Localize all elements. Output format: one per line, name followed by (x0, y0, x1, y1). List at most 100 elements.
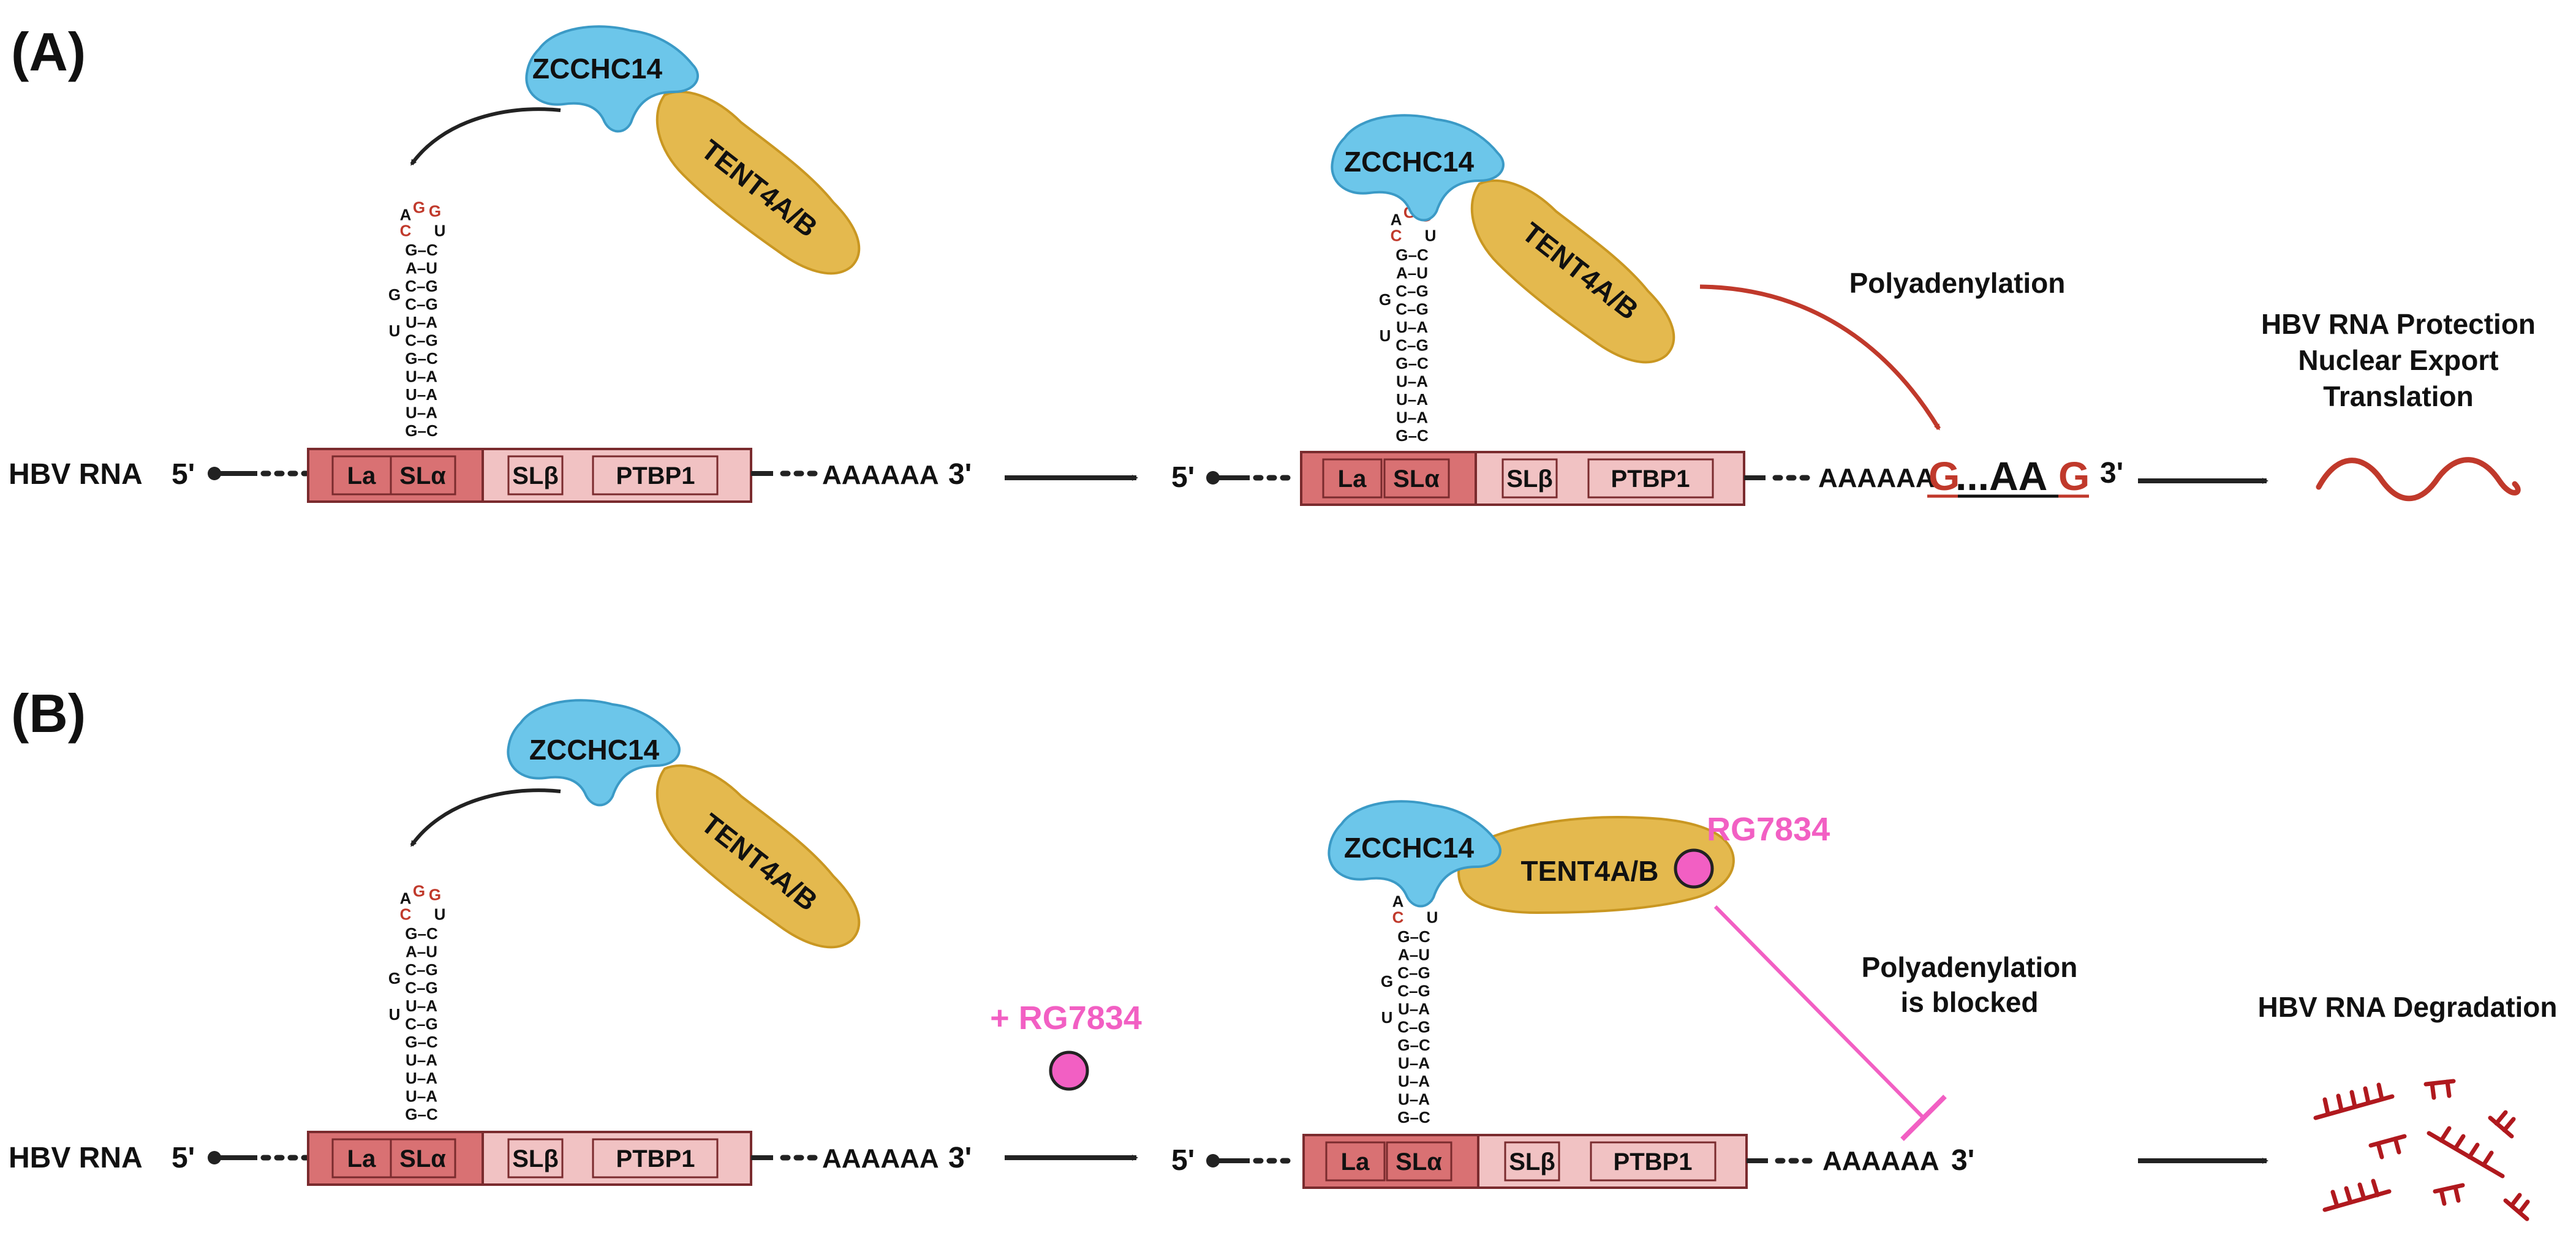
segment-ptbp1-box (1587, 458, 1714, 499)
base-pair: C–G (1396, 336, 1428, 355)
base-pair: U–A (406, 368, 437, 386)
base-pair: G–C (405, 241, 438, 259)
panel-b-rna-right: 5' La SLα SLβ PTBP1 AAAAAA 3' (1171, 1134, 1974, 1189)
base-pair: G–C (405, 1105, 438, 1123)
loop-base: G (429, 886, 441, 904)
base-pair: C–G (1396, 282, 1428, 300)
segment-ptbp1-box (592, 1138, 719, 1179)
tent4-blob (655, 91, 861, 275)
rg7834-molecule (1049, 1051, 1089, 1091)
outcome-line-2: Nuclear Export (2298, 344, 2498, 376)
segment-la: La (1338, 466, 1367, 492)
bulge-base: G (388, 969, 401, 987)
base-pair: U–A (1398, 1072, 1430, 1090)
loop-base: U (1427, 908, 1438, 927)
base-pair: U–A (1398, 1090, 1430, 1109)
segment-ptbp1: PTBP1 (616, 1145, 695, 1172)
poly-a-tail: AAAAAA (822, 1144, 939, 1174)
base-pair: G–C (1397, 1036, 1430, 1054)
five-prime-label: 5' (172, 1142, 195, 1174)
base-pair: U–A (406, 1051, 437, 1069)
inhibition-bar (1900, 1095, 1947, 1141)
zcchc14-label: ZCCHC14 (1344, 146, 1475, 178)
base-pair: U–A (1398, 1054, 1430, 1073)
base-pair: C–G (405, 331, 437, 350)
base-pair: C–G (405, 979, 437, 997)
bulge-base: G (388, 285, 401, 304)
base-pair: A–U (406, 259, 437, 277)
segment-la: La (347, 1145, 376, 1172)
panel-a-rna-right: 5' La SLα SLβ PTBP1 AAAAAA G ...AA G 3' (1171, 451, 2123, 506)
bulge-base: U (389, 322, 401, 340)
three-prime-label: 3' (948, 458, 972, 491)
loop-base: G (429, 202, 441, 221)
zcchc14-blob (525, 25, 699, 133)
segment-la-box (331, 455, 392, 496)
loop-base: U (434, 905, 446, 924)
base-pair: C–G (1397, 982, 1430, 1000)
base-pair: U–A (1396, 372, 1428, 391)
segment-sla: SLα (1393, 466, 1440, 492)
base-pair: U–A (406, 1087, 437, 1106)
rna-label: HBV RNA (9, 458, 143, 491)
binding-arrow-b (410, 788, 561, 847)
zcchc14-label: ZCCHC14 (532, 53, 663, 85)
outcome-degradation-label: HBV RNA Degradation (2258, 991, 2558, 1023)
tent4-blob (1457, 816, 1735, 915)
base-pair: G–C (1396, 354, 1429, 372)
bulge-base: G (1379, 290, 1391, 309)
segment-sla-box (390, 1138, 456, 1179)
polyadenylation-arrow (1699, 284, 1941, 431)
loop-base: C (400, 905, 412, 924)
binding-arrow-a (410, 107, 561, 166)
bulge-base: U (389, 1005, 401, 1024)
segment-sla: SLα (1396, 1149, 1442, 1175)
segment-ptbp1-box (592, 455, 719, 496)
base-pair: G–C (1397, 927, 1430, 946)
protein-complex-a-left: ZCCHC14 TENT4A/B (525, 25, 861, 275)
loop-base: C (400, 222, 412, 240)
outcome-a: HBV RNA Protection Nuclear Export Transl… (2261, 308, 2536, 502)
base-pair: U–A (406, 997, 437, 1015)
segment-la: La (1341, 1149, 1370, 1175)
base-pair: C–G (1397, 1018, 1430, 1036)
zcchc14-blob (507, 699, 681, 807)
loop-base: A (1392, 892, 1404, 911)
zcchc14-blob (1331, 114, 1505, 222)
poly-a-tail: AAAAAA (1818, 463, 1935, 493)
five-prime-label: 5' (1171, 1144, 1195, 1177)
segment-slb-box (507, 455, 564, 496)
base-pair: C–G (1396, 300, 1428, 319)
segment-la-box (1325, 1141, 1386, 1182)
zcchc14-label: ZCCHC14 (529, 734, 660, 766)
base-pair: U–A (406, 385, 437, 404)
loop-base: U (434, 222, 446, 240)
rna-fragments-icon (2313, 1079, 2530, 1221)
segment-slb: SLβ (1506, 466, 1553, 492)
segment-slb-box (507, 1138, 564, 1179)
segment-sla-box (1386, 1141, 1452, 1182)
base-pair: U–A (406, 404, 437, 422)
five-prime-label: 5' (172, 458, 195, 491)
tail-mid: ...AA (1955, 453, 2047, 499)
segment-sla: SLα (399, 1145, 446, 1172)
segment-sla: SLα (399, 462, 446, 489)
tent4-label: TENT4A/B (1521, 855, 1659, 887)
loop-base: C (1392, 908, 1404, 927)
loop-base: U (1425, 227, 1437, 245)
loop-base: C (1391, 227, 1402, 245)
three-prime-label: 3' (948, 1142, 972, 1174)
base-pair: U–A (1396, 390, 1428, 409)
poly-a-tail: AAAAAA (822, 460, 939, 490)
rg7834-label: RG7834 (1707, 811, 1830, 848)
base-pair: A–U (1398, 946, 1430, 964)
loop-base: A (400, 206, 412, 224)
base-pair: G–C (1396, 246, 1429, 264)
inhibition-line (1713, 905, 1925, 1120)
rna-label: HBV RNA (9, 1142, 143, 1174)
